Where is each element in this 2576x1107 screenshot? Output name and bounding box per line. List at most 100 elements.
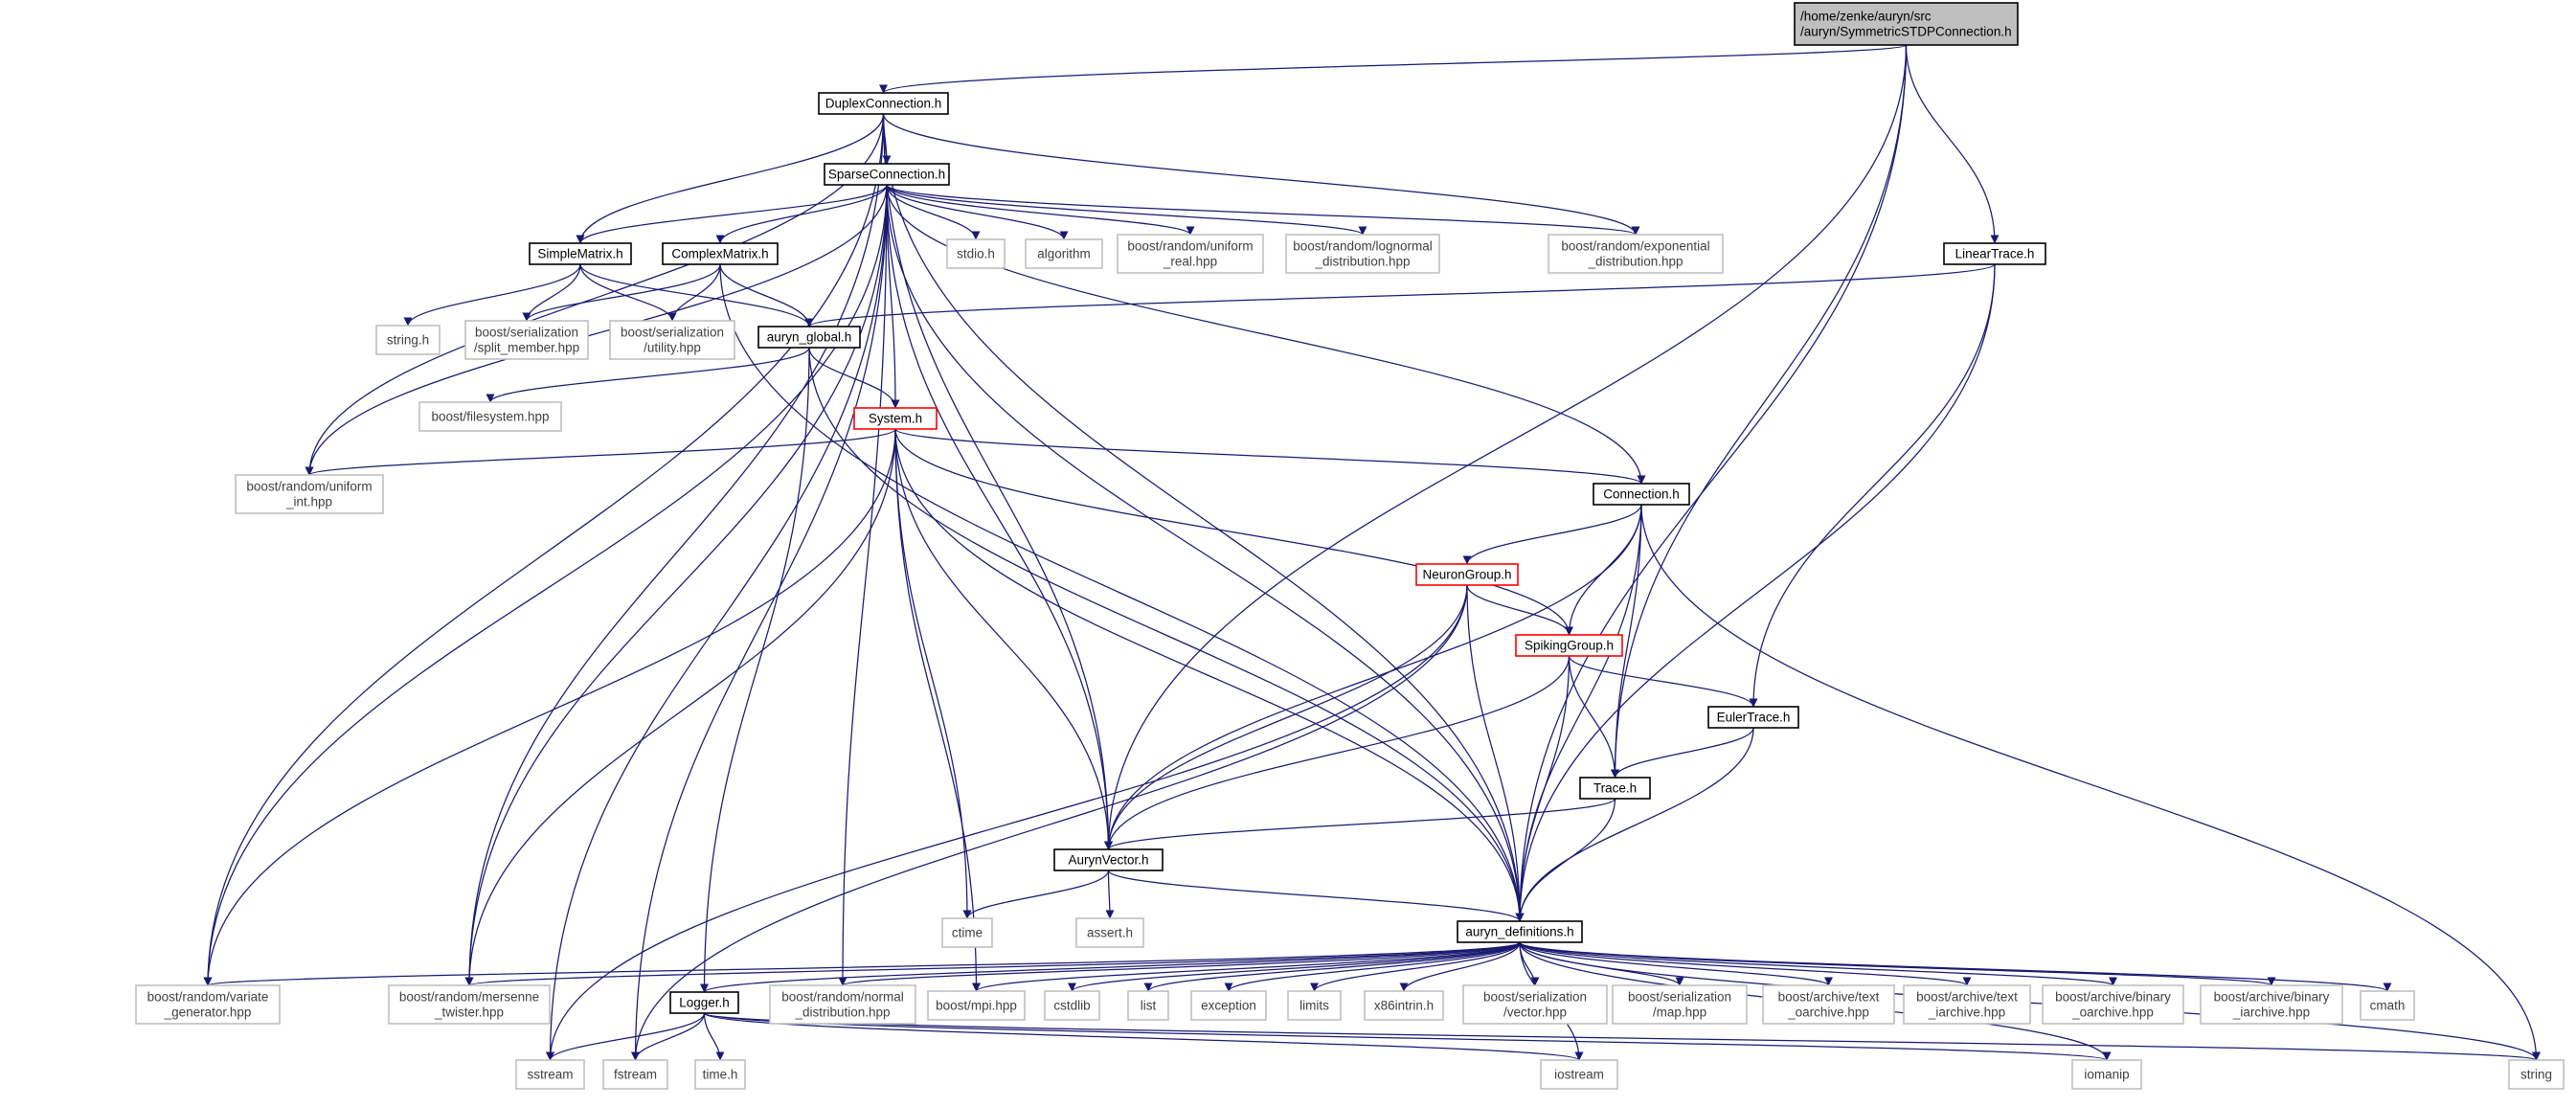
- node-connection[interactable]: Connection.h: [1593, 483, 1690, 506]
- node-duplex[interactable]: DuplexConnection.h: [818, 92, 949, 115]
- node-label-line: boost/archive/binary: [2055, 990, 2171, 1005]
- node-box: [853, 407, 938, 430]
- edge-sparse-to-uniform_int: [305, 184, 888, 476]
- node-box: [1053, 848, 1164, 871]
- node-binary_iarchive: boost/archive/binary_iarchive.hpp: [2200, 984, 2343, 1025]
- node-trace[interactable]: Trace.h: [1579, 777, 1651, 800]
- edge-arrow: [703, 1012, 1584, 1061]
- edge-arrow: [1310, 941, 1521, 992]
- node-logger[interactable]: Logger.h: [669, 991, 739, 1014]
- node-defs[interactable]: auryn_definitions.h: [1457, 920, 1583, 943]
- node-label-line: string: [2520, 1068, 2552, 1082]
- node-box: [464, 320, 589, 360]
- edge-arrow: [882, 113, 1640, 236]
- edge-arrow: [465, 941, 1521, 986]
- edge-arrow: [1104, 584, 1468, 850]
- edge-system-to-mpi: [894, 428, 981, 992]
- node-label-line: /utility.hpp: [644, 341, 701, 355]
- node-label-line: Connection.h: [1603, 487, 1680, 502]
- edge-system-to-connection: [894, 428, 1646, 485]
- node-label-line: _distribution.hpp: [1587, 255, 1683, 269]
- edge-complexmatrix-to-split_member: [522, 263, 721, 322]
- edge-lineartrace-to-defs: [1515, 263, 1996, 922]
- node-cstdlib: cstdlib: [1044, 990, 1100, 1021]
- edge-arrow: [464, 428, 896, 986]
- node-lineartrace[interactable]: LinearTrace.h: [1943, 242, 2046, 265]
- edge-lineartrace-to-eulertrace: [1749, 263, 1996, 708]
- node-spikinggroup[interactable]: SpikingGroup.h: [1515, 634, 1623, 657]
- node-string_h: string.h: [375, 325, 441, 355]
- edge-sparse-to-sstream: [546, 184, 888, 1061]
- edge-connection-to-string: [1640, 504, 2541, 1061]
- node-system[interactable]: System.h: [853, 407, 938, 430]
- node-box: [1903, 984, 2031, 1025]
- edge-simplematrix-to-auryn_global: [579, 263, 814, 328]
- edge-defs-to-cmath: [1519, 941, 2392, 992]
- node-label-line: System.h: [869, 412, 922, 426]
- node-box: [769, 984, 916, 1025]
- node-aurynvector[interactable]: AurynVector.h: [1053, 848, 1164, 871]
- node-x86intrin: x86intrin.h: [1364, 990, 1444, 1021]
- edge-arrow: [808, 347, 900, 409]
- node-box: [1612, 984, 1748, 1025]
- edge-arrow: [1143, 941, 1521, 992]
- edge-aurynvector-to-ctime: [962, 870, 1110, 919]
- node-lognormal: boost/random/lognormal_distribution.hpp: [1285, 234, 1440, 274]
- node-box: [1285, 234, 1440, 274]
- node-box: [694, 1059, 746, 1090]
- node-time_h: time.h: [694, 1059, 746, 1090]
- edge-system-to-aurynvector: [894, 428, 1113, 850]
- node-box: [1548, 234, 1724, 274]
- edge-arrow: [894, 428, 1646, 485]
- node-stdio: stdio.h: [946, 238, 1006, 269]
- edge-arrow: [700, 941, 1521, 993]
- node-sparse[interactable]: SparseConnection.h: [824, 163, 950, 186]
- edge-arrow: [715, 184, 888, 244]
- edge-arrow: [1611, 727, 1754, 779]
- node-simplematrix[interactable]: SimpleMatrix.h: [529, 242, 632, 265]
- node-label-line: algorithm: [1037, 247, 1091, 261]
- node-ser_vector: boost/serialization/vector.hpp: [1462, 984, 1608, 1025]
- edge-arrow: [1104, 798, 1616, 850]
- node-label-line: boost/random/exponential: [1561, 239, 1709, 254]
- node-label-line: sstream: [527, 1068, 573, 1082]
- edge-complexmatrix-to-utility: [667, 263, 721, 322]
- edge-auryn_global-to-defs: [808, 347, 1525, 922]
- node-box: [1462, 984, 1608, 1025]
- edge-defs-to-mpi: [972, 941, 1521, 992]
- node-box: [135, 984, 281, 1025]
- node-label-line: AurynVector.h: [1068, 853, 1148, 868]
- edge-spikinggroup-to-defs: [1515, 655, 1570, 922]
- edge-neurongroup-to-spikinggroup: [1466, 584, 1573, 636]
- edge-arrow: [403, 263, 581, 327]
- node-iomanip: iomanip: [2071, 1059, 2142, 1090]
- edge-trace-to-aurynvector: [1104, 798, 1616, 850]
- node-label-line: iomanip: [2084, 1068, 2129, 1082]
- edge-duplex-to-exponential: [882, 113, 1640, 236]
- edge-arrow: [1519, 941, 2392, 992]
- edge-auryn_global-to-logger: [700, 347, 810, 993]
- node-label-line: _int.hpp: [285, 495, 332, 509]
- edge-sparse-to-defs: [886, 184, 1525, 922]
- node-auryn_global[interactable]: auryn_global.h: [757, 326, 861, 349]
- edge-arrow: [894, 428, 1573, 636]
- node-root[interactable]: /home/zenke/auryn/src/auryn/SymmetricSTD…: [1794, 2, 2019, 46]
- edge-auryn_global-to-system: [808, 347, 900, 409]
- edge-logger-to-time_h: [703, 1012, 725, 1061]
- edge-arrow: [719, 263, 814, 328]
- edge-arrow: [522, 263, 721, 322]
- node-complexmatrix[interactable]: ComplexMatrix.h: [662, 242, 779, 265]
- node-eulertrace[interactable]: EulerTrace.h: [1707, 706, 1799, 729]
- edge-sparse-to-complexmatrix: [715, 184, 888, 244]
- node-label-line: boost/serialization: [621, 326, 724, 340]
- edge-arrow: [894, 428, 1113, 850]
- edge-arrow: [1104, 655, 1570, 850]
- node-label-line: auryn_global.h: [767, 330, 852, 345]
- edge-connection-to-trace: [1611, 504, 1642, 779]
- edge-arrow: [579, 263, 814, 328]
- node-label-line: limits: [1299, 999, 1329, 1013]
- edge-duplex-to-uniform_int: [305, 113, 885, 476]
- node-label-line: /auryn/SymmetricSTDPConnection.h: [1800, 25, 2012, 39]
- node-box: [418, 401, 562, 432]
- node-neurongroup[interactable]: NeuronGroup.h: [1415, 563, 1519, 586]
